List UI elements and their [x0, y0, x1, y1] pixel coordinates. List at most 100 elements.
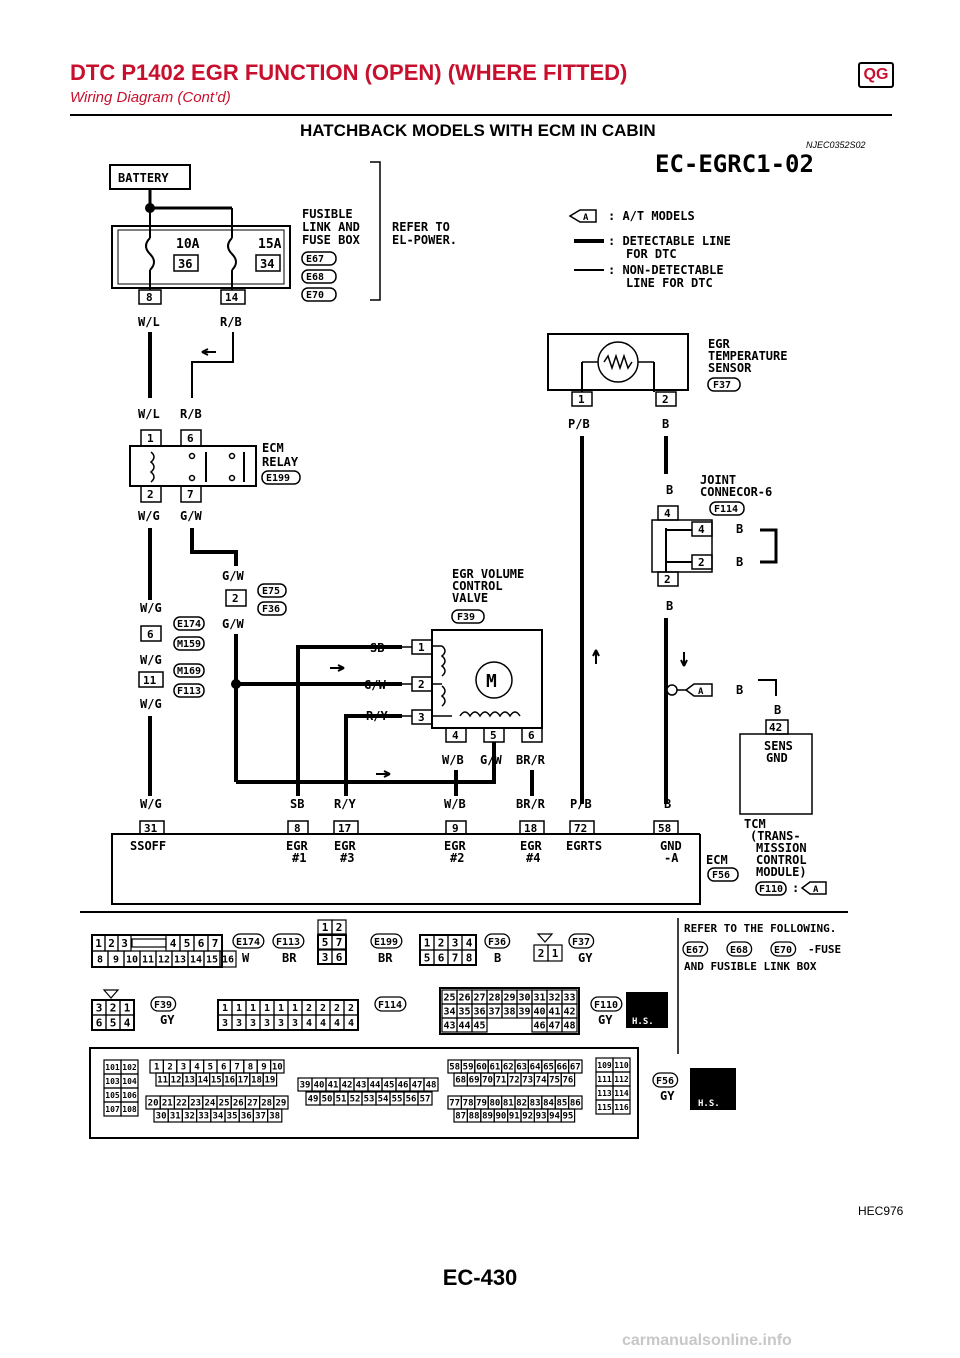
pin-number: 30 — [518, 993, 530, 1004]
pin-number: 106 — [122, 1091, 137, 1100]
pin-number: 32 — [548, 993, 560, 1004]
pin-number: 2 — [306, 1003, 312, 1014]
pin-number: 38 — [269, 1112, 280, 1122]
pin-number: 12 — [158, 955, 170, 966]
pin-number: 11 — [157, 1076, 168, 1086]
connector-oval — [370, 933, 403, 949]
tcm-colon: : — [792, 881, 799, 895]
tcm-label-4: CONTROL — [756, 853, 807, 867]
pin-number: 40 — [533, 1007, 545, 1018]
pin-number: 54 — [378, 1095, 389, 1105]
wire-pb-arrow — [592, 649, 600, 664]
pin-number: 2 — [334, 1003, 340, 1014]
pin-cell — [120, 1101, 139, 1117]
egr-temp-sensor-box — [547, 333, 689, 391]
pin-number: 46 — [398, 1081, 409, 1091]
wire-label-gw-1: G/W — [180, 509, 202, 523]
pin-number: 5 — [322, 936, 329, 949]
diagram-id: EC-EGRC1-02 — [655, 150, 814, 178]
legend-a-symbol-shape — [568, 209, 597, 223]
wire-label-wg-1: W/G — [138, 509, 160, 523]
wire-label-wl-top: W/L — [138, 315, 160, 329]
pin-number: 4 — [194, 1063, 200, 1073]
pin-number: 4 — [306, 1018, 312, 1029]
pin-number: 81 — [503, 1099, 514, 1109]
pin-number: 43 — [356, 1081, 367, 1091]
connector-16pin-outline — [91, 934, 223, 968]
pin-number: 1 — [236, 1003, 242, 1014]
pin-cell — [560, 1108, 576, 1123]
pin-cell — [471, 1017, 488, 1033]
wire-label-gw-valve-b: G/W — [480, 753, 502, 767]
relay-label-2: RELAY — [262, 455, 299, 469]
pin-number: 3 — [264, 1018, 270, 1029]
connector-oval — [652, 1072, 679, 1088]
fuse-conn-e70: E70 — [306, 290, 324, 301]
ecm-pin-17: 17 — [338, 822, 351, 835]
refer-e67: E67 — [686, 945, 704, 956]
pin-number: 15 — [206, 955, 218, 966]
ecm-term-ssoff: SSOFF — [130, 839, 166, 853]
pin-number: 29 — [275, 1099, 286, 1109]
pin-number: 50 — [322, 1095, 333, 1105]
pin-number: 5 — [424, 951, 431, 964]
pin-number: 1 — [95, 937, 102, 950]
pin-number: 2 — [348, 1003, 354, 1014]
ecm-wire-sb: SB — [290, 797, 304, 811]
wire-label-brr-valve: BR/R — [516, 753, 546, 767]
relay-pin-6: 6 — [187, 432, 194, 445]
pin-number: 16 — [224, 1076, 235, 1086]
page-number: EC-430 — [442, 1265, 518, 1290]
ecm-term-egr3-a: EGR — [334, 839, 356, 853]
pin-number: 1 — [222, 1003, 228, 1014]
pin-number: 68 — [455, 1076, 466, 1086]
legend-a-symbol: A — [583, 213, 589, 223]
pin-number: 9 — [113, 955, 119, 966]
wire-ry — [344, 714, 402, 796]
sensor-pin-2: 2 — [662, 393, 669, 406]
ecm-label: ECM — [706, 853, 728, 867]
connector-6pin-outline — [317, 934, 347, 965]
valve-pin-6: 6 — [528, 729, 535, 742]
pin-number: 22 — [176, 1099, 187, 1109]
conn-e199-color: BR — [378, 951, 393, 965]
section-code: NJEC0352S02 — [806, 140, 866, 150]
ecm-term-egr2-a: EGR — [444, 839, 466, 853]
pin-number: 91 — [509, 1112, 520, 1122]
valve-pin-4: 4 — [452, 729, 459, 742]
pin-number: 3 — [452, 936, 459, 949]
relay-label-1: ECM — [262, 441, 284, 455]
valve-coil-bottom — [459, 711, 521, 718]
tcm-label-1: TCM — [744, 817, 766, 831]
pin-cell — [612, 1099, 631, 1115]
pin-number: 27 — [473, 993, 485, 1004]
pin-number: 111 — [597, 1075, 612, 1084]
wire-label-b-j1: B — [736, 522, 743, 536]
ecm-wire-brr: BR/R — [516, 797, 546, 811]
gw-pin: 2 — [232, 592, 239, 605]
pin-number: 47 — [412, 1081, 423, 1091]
wire-label-wl-mid: W/L — [138, 407, 160, 421]
pin-number: 8 — [248, 1063, 253, 1073]
pin-number: 48 — [426, 1081, 437, 1091]
sensor-conn: F37 — [713, 380, 731, 391]
tcm-at-label: A — [813, 885, 819, 895]
wg-conn-m159: M159 — [177, 639, 201, 650]
pin-number: 17 — [238, 1076, 249, 1086]
ecm-wire-wg: W/G — [140, 797, 162, 811]
sensor-label-2: TEMPERATURE — [708, 349, 787, 363]
joint-connector-box — [651, 519, 713, 573]
connector-f114-outline — [217, 999, 359, 1031]
ecm-term-egrts: EGRTS — [566, 839, 602, 853]
pin-number: 14 — [197, 1076, 208, 1086]
pin-number: 49 — [308, 1095, 319, 1105]
hs-block-f56 — [690, 1068, 736, 1110]
pin-number: 42 — [563, 1007, 575, 1018]
ecm-box — [111, 833, 701, 905]
wire-label-wb-valve: W/B — [442, 753, 464, 767]
pin-cell — [547, 944, 563, 962]
pin-number: 2 — [320, 1003, 326, 1014]
pin-number: 3 — [181, 1063, 186, 1073]
at-tap-label: A — [698, 687, 704, 697]
wire-label-rb-top: R/B — [220, 315, 242, 329]
